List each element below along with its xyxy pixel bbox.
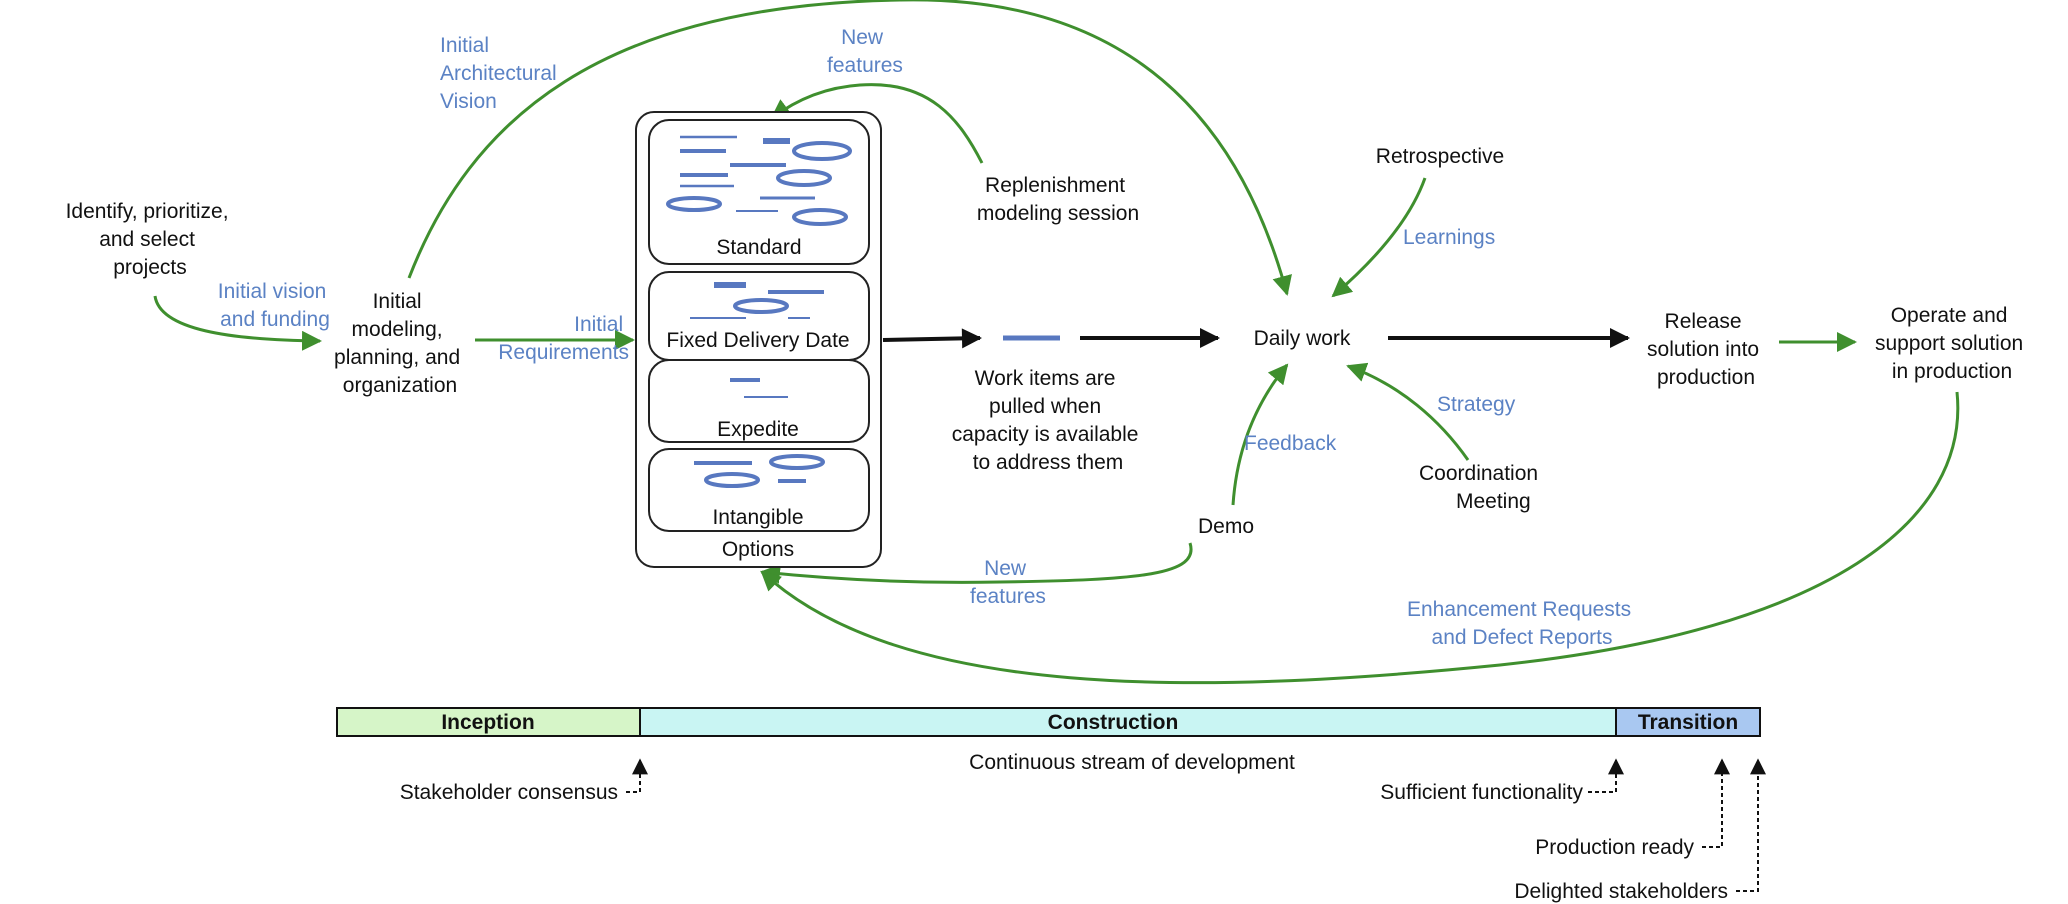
phase-label-inception: Inception [441,711,534,734]
lane-label-intangible: Intangible [712,506,803,529]
arrow-options-to-work-items [882,328,982,349]
lane-expedite [648,359,870,443]
daily-work-label: Daily work [1254,327,1351,350]
phase-transition [1615,707,1761,737]
initial-modeling-label: Initial modeling, planning, and organiza… [334,290,466,397]
lane-label-expedite: Expedite [717,418,799,441]
release-label: Release solution into production [1647,310,1765,389]
arrow-demo-to-daily-work [1231,363,1289,506]
replenishment-label: Replenishment modeling session [977,174,1139,225]
options-title: Options [722,538,794,561]
initial-vision-label: Initial vision and funding [218,280,332,331]
options-box: Standard Fixed Delivery Date Expedite In… [635,111,882,568]
phase-label-transition: Transition [1638,711,1738,734]
operate-label: Operate and support solution in producti… [1875,304,2029,383]
learnings-label: Learnings [1403,226,1495,249]
initial-arch-label: Initial Architectural Vision [440,34,563,113]
arrow-retrospective-to-daily-work [1331,177,1427,298]
arrow-architecture-to-daily-work [407,0,1292,296]
new-features-bottom-label: New features [970,557,1046,608]
work-item-glyphs [666,135,852,488]
green-arrows [153,0,1960,685]
strategy-label: Strategy [1437,393,1516,416]
arrow-demo-to-options [760,542,1193,584]
phase-timeline: Inception Construction Transition Contin… [336,707,1766,903]
coordination-label: Coordination Meeting [1419,462,1544,513]
new-features-top-label: New features [827,26,903,77]
lane-intangible [648,448,870,532]
phase-label-construction: Construction [1048,711,1179,734]
milestone-delighted-stakeholders: Delighted stakeholders [1514,880,1728,903]
lane-standard [648,119,870,265]
milestone-stakeholder-consensus: Stakeholder consensus [400,781,618,804]
arrow-replenishment-to-options [770,83,984,164]
milestone-sufficient-functionality: Sufficient functionality [1380,781,1583,804]
lane-label-standard: Standard [716,236,801,259]
initial-requirements-label: Initial Requirements [498,313,629,364]
lane-label-fixed-delivery-date: Fixed Delivery Date [666,329,849,352]
black-arrows [882,328,1630,349]
identify-label: Identify, prioritize, and select project… [66,200,235,279]
work-items-label: Work items are pulled when capacity is a… [952,367,1145,474]
arrow-identify-to-modeling [153,295,322,351]
milestone-leaders [626,758,1766,892]
stream-label: Continuous stream of development [969,751,1295,774]
arrow-enhancement-to-options [760,391,1960,685]
arrow-coordination-to-daily-work [1346,362,1470,461]
feedback-label: Feedback [1244,432,1337,455]
phase-inception [336,707,641,737]
demo-label: Demo [1198,515,1254,538]
retrospective-label: Retrospective [1376,145,1504,168]
milestone-production-ready: Production ready [1535,836,1694,859]
enhancement-label: Enhancement Requests and Defect Reports [1407,598,1637,649]
